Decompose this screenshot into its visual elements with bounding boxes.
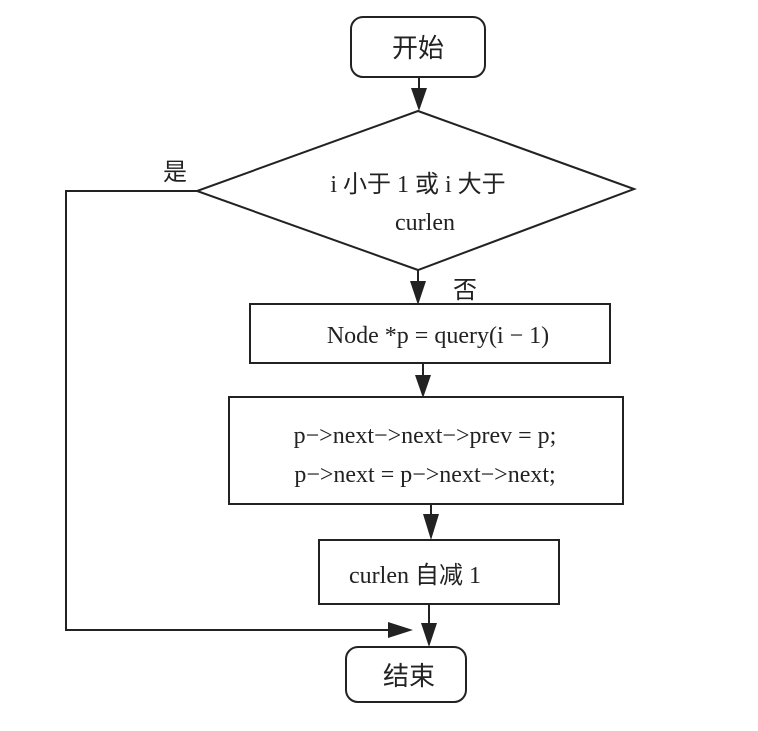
start-node: 开始 (350, 16, 486, 78)
arrowhead (388, 622, 413, 638)
step3-label: curlen 自减 1 (349, 562, 481, 589)
decision-node: i 小于 1 或 i 大于 curlen (194, 109, 637, 272)
step1-label: Node *p = query(i − 1) (327, 323, 549, 349)
arrowhead (410, 281, 426, 305)
no-label: 否 (453, 278, 477, 304)
arrowhead (421, 623, 437, 647)
decision-line2: curlen (395, 210, 455, 236)
step2-line1: p−>next−>next−>prev = p; (294, 423, 557, 449)
arrowhead (423, 514, 439, 540)
end-node: 结束 (345, 646, 467, 703)
arrowhead (415, 375, 431, 398)
yes-label: 是 (163, 160, 187, 186)
end-label: 结束 (383, 662, 435, 691)
decision-line1: i 小于 1 或 i 大于 (330, 171, 505, 198)
start-label: 开始 (392, 34, 444, 63)
step2-line2: p−>next = p−>next−>next; (294, 462, 555, 488)
connector-yes-branch (65, 190, 398, 631)
arrowhead (411, 88, 427, 111)
process-query: Node *p = query(i − 1) (249, 303, 611, 364)
process-relink: p−>next−>next−>prev = p; p−>next = p−>ne… (228, 396, 624, 505)
process-decrement: curlen 自减 1 (318, 539, 560, 605)
